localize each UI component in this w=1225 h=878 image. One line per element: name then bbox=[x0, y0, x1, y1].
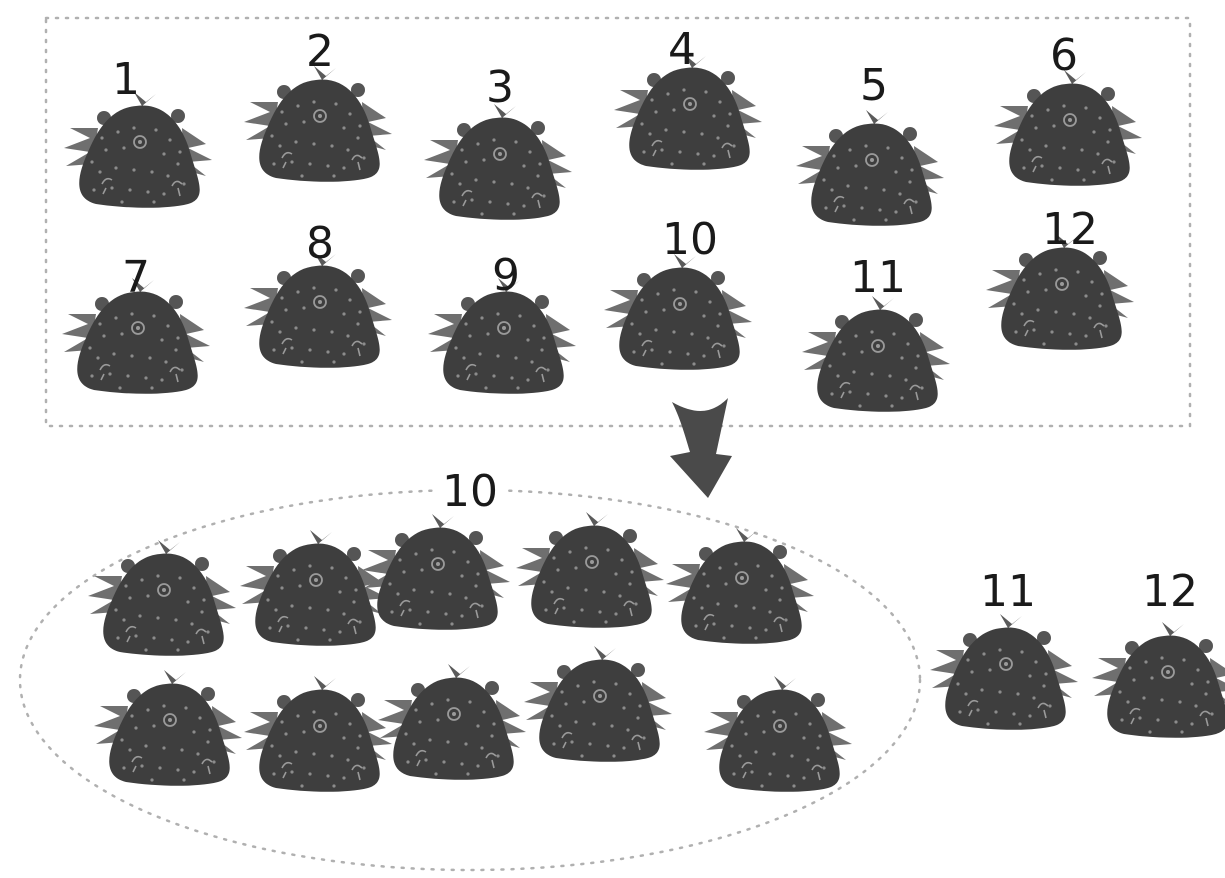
strawberry-icon bbox=[362, 514, 510, 630]
top-group bbox=[62, 54, 1142, 412]
strawberry-icon bbox=[666, 528, 814, 644]
strawberry-icon bbox=[244, 66, 392, 182]
strawberry-icon bbox=[424, 104, 572, 220]
top-group-border bbox=[46, 18, 1190, 426]
strawberry-icon bbox=[704, 676, 852, 792]
strawberry-label: 6 bbox=[1050, 30, 1078, 81]
strawberry-label: 3 bbox=[486, 62, 514, 113]
strawberry-icon bbox=[244, 676, 392, 792]
strawberry-icon bbox=[524, 646, 672, 762]
strawberry-icon bbox=[1092, 622, 1225, 738]
strawberry-label: 8 bbox=[306, 218, 334, 269]
strawberry-label: 12 bbox=[1042, 204, 1098, 255]
strawberry-icon bbox=[802, 296, 950, 412]
strawberry-label: 12 bbox=[1142, 566, 1198, 617]
strawberry-icon bbox=[88, 540, 236, 656]
strawberry-label: 11 bbox=[980, 566, 1036, 617]
strawberry-label: 1 bbox=[112, 54, 140, 105]
strawberry-icon bbox=[240, 530, 388, 646]
strawberry-icon bbox=[64, 92, 212, 208]
strawberry-icon bbox=[244, 252, 392, 368]
strawberry-label: 5 bbox=[860, 60, 888, 111]
strawberry-icon bbox=[994, 70, 1142, 186]
strawberry-label: 7 bbox=[122, 252, 150, 303]
strawberry-label: 9 bbox=[492, 250, 520, 301]
strawberry-label: 10 bbox=[662, 214, 718, 265]
group-count-label: 10 bbox=[442, 466, 498, 517]
strawberry-icon bbox=[604, 254, 752, 370]
bottom-group bbox=[88, 512, 852, 792]
strawberry-icon bbox=[516, 512, 664, 628]
strawberry-icon bbox=[930, 614, 1078, 730]
strawberry-label: 4 bbox=[668, 24, 696, 75]
strawberry-icon bbox=[796, 110, 944, 226]
down-arrow-icon bbox=[670, 398, 732, 498]
top-group-labels: 1 2 3 4 5 6 7 8 9 10 11 12 bbox=[112, 24, 1098, 303]
strawberry-icon bbox=[378, 664, 526, 780]
strawberry-label: 11 bbox=[850, 252, 906, 303]
strawberry-icon bbox=[94, 670, 242, 786]
strawberry-label: 2 bbox=[306, 26, 334, 77]
remaining-group: 11 12 bbox=[930, 566, 1225, 738]
